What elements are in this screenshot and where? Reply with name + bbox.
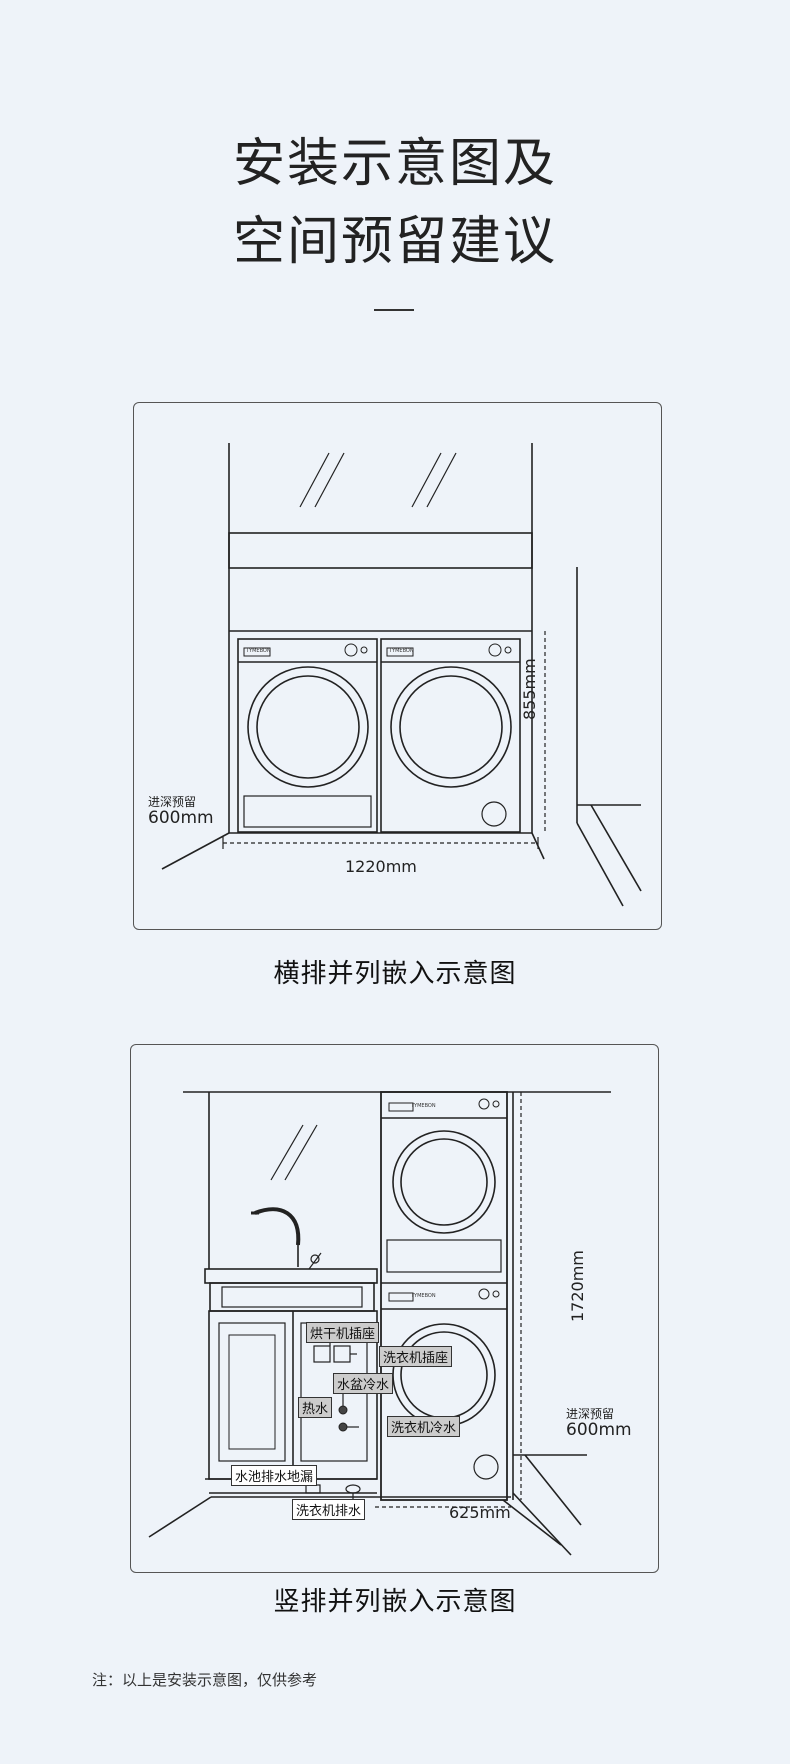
tag-sink-cold-water: 水盆冷水 [333,1373,394,1394]
side-by-side-caption: 横排并列嵌入示意图 [273,959,517,989]
page-title-line1: 安装示意图及 [232,134,557,194]
panel1-brand-left: TYMEBON [246,648,271,654]
dryer-top [381,1098,507,1273]
panel2-brand-bottom: TYMEBON [411,1293,436,1299]
washer-bottom [381,1282,507,1480]
panel1-depth-value: 600mm [148,808,214,828]
tag-washer-socket: 洗衣机插座 [379,1346,453,1367]
tag-washer-drain: 洗衣机排水 [292,1499,366,1520]
panel2-height-value: 1720mm [568,1250,587,1322]
side-by-side-diagram-panel [133,402,662,930]
panel1-depth-label: 进深预留 [148,795,197,809]
title-divider [374,309,414,311]
washer-right [380,638,521,833]
panel1-brand-right: TYMEBON [389,648,414,654]
tag-washer-cold-water: 洗衣机冷水 [387,1416,461,1437]
panel2-width-value: 625mm [449,1503,511,1522]
tag-hot-water: 热水 [298,1397,333,1418]
stacked-caption: 竖排并列嵌入示意图 [273,1587,517,1617]
tag-sink-drain: 水池排水地漏 [231,1465,318,1486]
panel2-brand-top: TYMEBON [411,1103,436,1109]
panel1-height-value: 855mm [520,658,539,720]
panel2-depth-value: 600mm [566,1420,632,1440]
side-by-side-diagram [161,443,642,907]
page-title-line2: 空间预留建议 [232,212,557,272]
washer-left [237,638,378,833]
panel2-depth-label: 进深预留 [566,1407,615,1421]
tag-dryer-socket: 烘干机插座 [306,1322,380,1343]
panel1-width-value: 1220mm [345,857,417,876]
footnote: 注：以上是安装示意图，仅供参考 [92,1671,318,1689]
